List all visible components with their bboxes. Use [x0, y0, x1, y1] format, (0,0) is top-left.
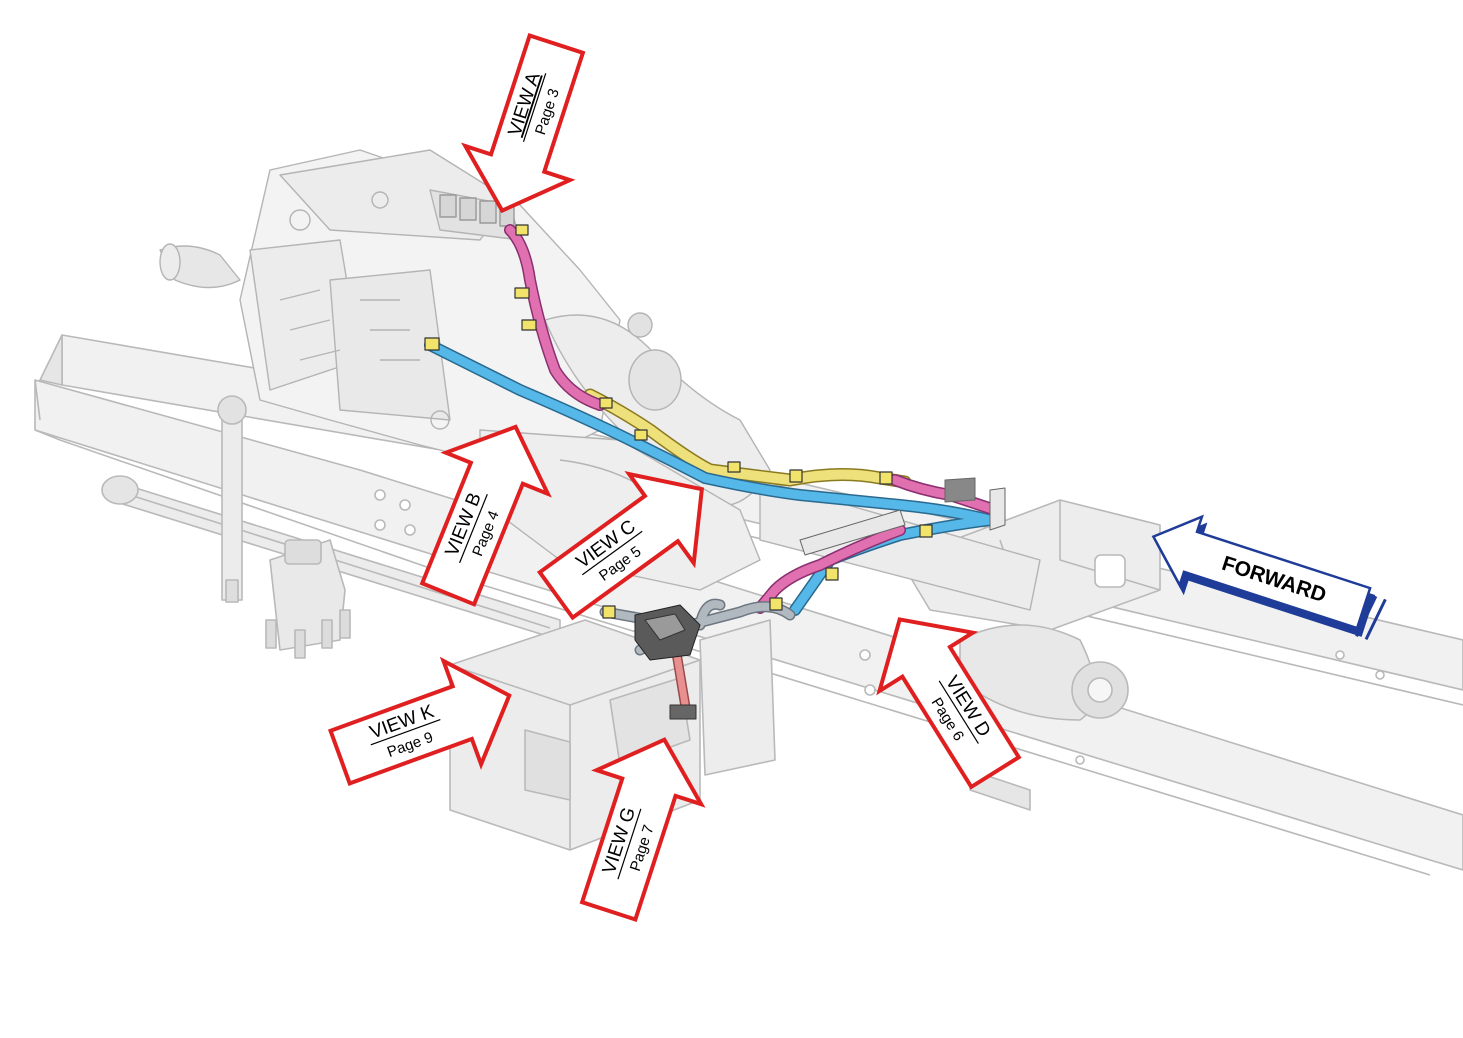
forward-direction-arrow: FORWARD	[1151, 514, 1387, 641]
forward-arrow-shape	[1151, 514, 1372, 630]
shock-absorber	[217, 395, 247, 603]
callout-arrow-shape	[876, 617, 1022, 790]
callout-arrow-shape	[327, 656, 512, 786]
callout-arrow-shape	[536, 471, 705, 621]
wiring-harness	[424, 224, 1006, 720]
callout-arrow-shape	[419, 424, 552, 607]
callout-arrow-shape	[579, 737, 706, 923]
callout-view-a[interactable]: VIEW A Page 3	[450, 27, 609, 227]
callout-arrow-shape	[461, 32, 586, 214]
